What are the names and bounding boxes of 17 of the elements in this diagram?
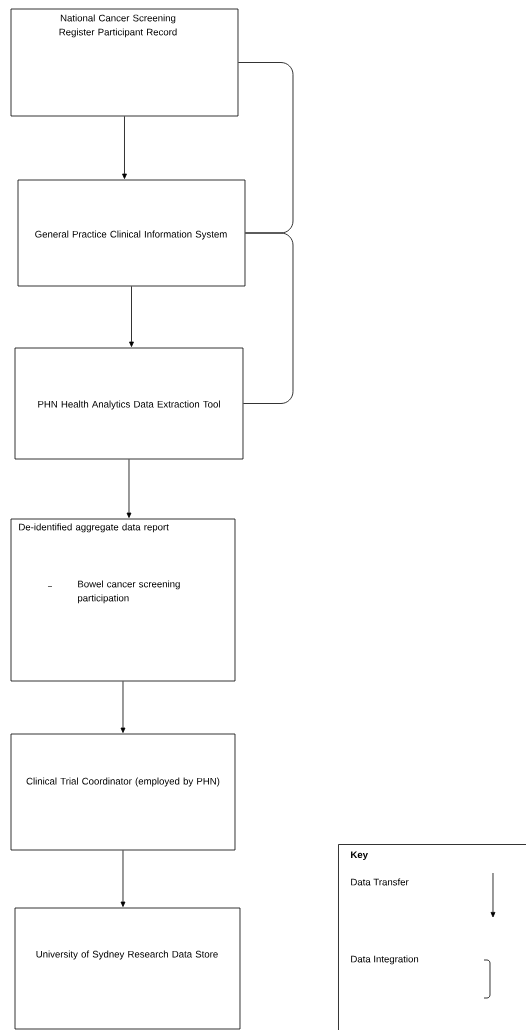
process-box: National Cancer Screening Register Participant Record [10,8,239,117]
legend-label: Data Integration [351,955,419,965]
arrow [129,286,134,347]
legend-label: Data Transfer [351,878,409,886]
bracket-connector [243,232,294,404]
arrow [126,459,132,518]
arrow [122,116,127,179]
process-box: General Practice Clinical Information System [17,179,246,287]
arrow [120,681,126,733]
process-box: PHN Health Analytics Data Extraction Tool [14,347,244,460]
bracket-connector [238,62,294,234]
label: Key [351,851,368,860]
legend-box: Key Data Transfer Data Integration [338,844,526,1030]
arrow [120,850,126,907]
process-box: Clinical Trial Coordinator (employed by PHN) [10,733,236,851]
process-box: University of Sydney Research Data Store [14,907,241,1030]
process-box: De-identified aggregate data report Bowel cancer screening participation [10,518,236,682]
